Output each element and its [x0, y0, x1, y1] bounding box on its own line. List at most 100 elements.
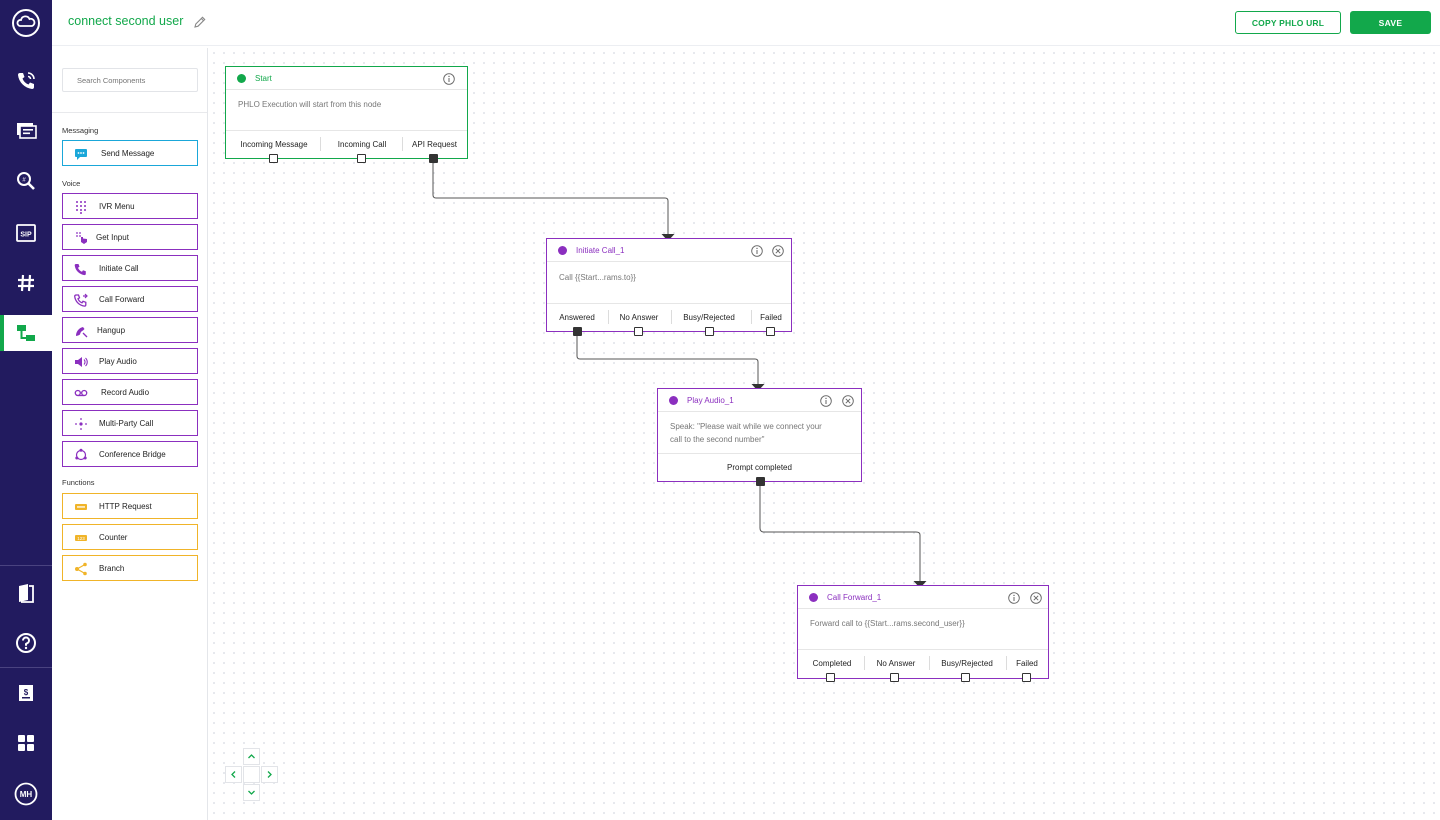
copy-phlo-url-button[interactable]: COPY PHLO URL — [1235, 11, 1341, 34]
phlo-flow-icon[interactable] — [0, 315, 52, 351]
output-busy-rejected: Busy/Rejected — [683, 313, 735, 322]
chat-bubble-icon — [74, 147, 88, 161]
component-initiate-call[interactable]: Initiate Call — [62, 255, 198, 281]
output-failed: Failed — [1016, 659, 1038, 668]
info-icon[interactable] — [820, 394, 832, 407]
component-conference-bridge[interactable]: Conference Bridge — [62, 441, 198, 467]
output-port-no-answer[interactable] — [634, 327, 643, 336]
info-icon[interactable] — [443, 72, 455, 85]
messages-icon[interactable] — [0, 113, 52, 149]
output-prompt-completed: Prompt completed — [727, 463, 792, 472]
component-record-audio[interactable]: Record Audio — [62, 379, 198, 405]
svg-text:123: 123 — [77, 536, 85, 541]
pan-up-button[interactable] — [243, 748, 260, 765]
component-label: Branch — [99, 563, 125, 573]
http-icon — [74, 500, 88, 514]
node-description: call to the second number" — [670, 435, 765, 444]
hash-icon[interactable] — [0, 265, 52, 301]
component-call-forward[interactable]: Call Forward — [62, 286, 198, 312]
component-label: Counter — [99, 532, 128, 542]
close-icon[interactable] — [842, 394, 854, 407]
output-port-answered[interactable] — [573, 327, 582, 336]
book-icon[interactable] — [0, 575, 52, 611]
top-header: connect second user COPY PHLO URL SAVE — [52, 0, 1440, 46]
component-hangup[interactable]: Hangup — [62, 317, 198, 343]
output-port-incoming-message[interactable] — [269, 154, 278, 163]
component-label: Initiate Call — [99, 263, 139, 273]
output-incoming-message: Incoming Message — [240, 140, 308, 149]
svg-text:$: $ — [24, 688, 29, 697]
node-play-audio[interactable]: Play Audio_1 Speak: "Please wait while w… — [657, 388, 862, 486]
voicemail-icon — [74, 386, 88, 400]
svg-text:SIP: SIP — [20, 232, 32, 239]
component-multi-party-call[interactable]: Multi-Party Call — [62, 410, 198, 436]
pencil-icon[interactable] — [193, 15, 207, 29]
info-icon[interactable] — [1008, 591, 1020, 604]
node-description: PHLO Execution will start from this node — [238, 100, 382, 109]
group-label-functions: Functions — [62, 478, 95, 487]
component-http-request[interactable]: HTTP Request — [62, 493, 198, 519]
output-completed: Completed — [812, 659, 852, 668]
rail-divider — [0, 565, 52, 566]
help-icon[interactable] — [0, 625, 52, 661]
info-icon[interactable] — [751, 244, 763, 257]
pan-down-button[interactable] — [243, 784, 260, 801]
close-icon[interactable] — [772, 244, 784, 257]
connection-initiate-call-to-play-audio — [576, 332, 759, 384]
output-port-failed[interactable] — [1022, 673, 1031, 682]
avatar-initials: MH — [19, 789, 33, 799]
component-label: HTTP Request — [99, 501, 152, 511]
sip-icon[interactable]: SIP — [0, 215, 52, 251]
branch-icon — [74, 562, 88, 576]
output-divider — [864, 656, 865, 670]
node-title: Start — [255, 74, 272, 83]
output-failed: Failed — [760, 313, 782, 322]
output-no-answer: No Answer — [876, 659, 916, 668]
node-description: Speak: "Please wait while we connect you… — [670, 422, 822, 431]
output-port-api-request[interactable] — [429, 154, 438, 163]
output-port-incoming-call[interactable] — [357, 154, 366, 163]
node-start[interactable]: Start PHLO Execution will start from thi… — [225, 66, 468, 163]
status-dot — [237, 74, 246, 83]
output-port-busy-rejected[interactable] — [961, 673, 970, 682]
node-footer-divider — [658, 453, 861, 454]
node-call-forward[interactable]: Call Forward_1 Forward call to {{Start..… — [797, 585, 1049, 682]
output-port-failed[interactable] — [766, 327, 775, 336]
billing-icon[interactable]: $ — [0, 675, 52, 711]
svg-text:#: # — [22, 178, 26, 184]
apps-grid-icon[interactable] — [0, 725, 52, 761]
group-label-voice: Voice — [62, 179, 81, 188]
avatar[interactable]: MH — [0, 776, 52, 812]
cloud-logo-icon[interactable] — [0, 5, 52, 41]
pan-center-button[interactable] — [243, 766, 260, 783]
component-send-message[interactable]: Send Message — [62, 140, 198, 166]
output-no-answer: No Answer — [619, 313, 659, 322]
component-get-input[interactable]: Get Input — [62, 224, 198, 250]
pan-right-button[interactable] — [261, 766, 278, 783]
output-divider — [929, 656, 930, 670]
component-label: Call Forward — [99, 294, 145, 304]
connection-start-to-initiate-call — [432, 158, 669, 234]
counter-icon: 123 — [74, 531, 88, 545]
flow-canvas[interactable]: Start PHLO Execution will start from thi… — [209, 48, 1440, 820]
component-ivr-menu[interactable]: IVR Menu — [62, 193, 198, 219]
output-port-prompt-completed[interactable] — [756, 477, 765, 486]
node-description: Forward call to {{Start...rams.second_us… — [810, 619, 965, 628]
node-initiate-call[interactable]: Initiate Call_1 Call {{Start...rams.to}}… — [546, 238, 792, 336]
component-branch[interactable]: Branch — [62, 555, 198, 581]
save-button[interactable]: SAVE — [1350, 11, 1431, 34]
node-header: Play Audio_1 — [658, 389, 861, 412]
search-components-input[interactable] — [62, 68, 198, 92]
output-port-busy-rejected[interactable] — [705, 327, 714, 336]
output-port-completed[interactable] — [826, 673, 835, 682]
component-counter[interactable]: 123 Counter — [62, 524, 198, 550]
component-label: Hangup — [97, 325, 126, 335]
pan-left-button[interactable] — [225, 766, 242, 783]
node-title: Call Forward_1 — [827, 593, 882, 602]
output-divider — [751, 310, 752, 324]
close-icon[interactable] — [1030, 591, 1042, 604]
search-number-icon[interactable]: # — [0, 163, 52, 199]
component-play-audio[interactable]: Play Audio — [62, 348, 198, 374]
output-port-no-answer[interactable] — [890, 673, 899, 682]
phone-signal-icon[interactable] — [0, 63, 52, 99]
